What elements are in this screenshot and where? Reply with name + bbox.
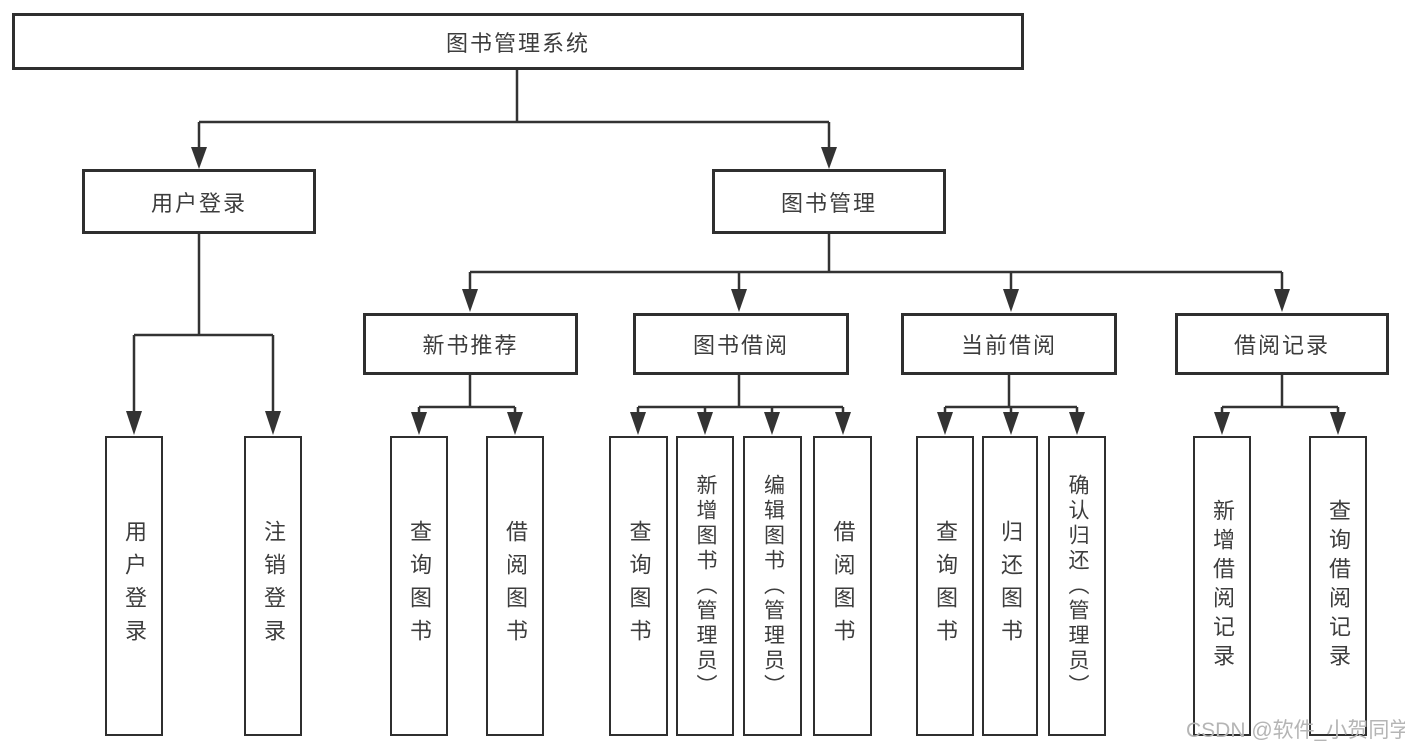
leaf-confirm-return-admin: 确认归还（管理员） <box>1048 436 1106 736</box>
node-new-book-recommend: 新书推荐 <box>363 313 578 375</box>
leaf-logout-label: 注销登录 <box>261 520 286 652</box>
leaf-query-borrow-record-label: 查询借阅记录 <box>1326 499 1351 673</box>
leaf-borrow-books-2: 借阅图书 <box>813 436 872 736</box>
node-current-borrow: 当前借阅 <box>901 313 1117 375</box>
leaf-query-books-3-label: 查询图书 <box>933 520 958 652</box>
leaf-borrow-books-1: 借阅图书 <box>486 436 544 736</box>
node-current-borrow-label: 当前借阅 <box>960 333 1057 358</box>
node-root-system: 图书管理系统 <box>12 13 1024 70</box>
leaf-query-books-2: 查询图书 <box>609 436 668 736</box>
node-user-login-label: 用户登录 <box>150 190 247 216</box>
leaf-add-books-admin-label: 新增图书（管理员） <box>694 473 717 699</box>
leaf-query-books-2-label: 查询图书 <box>626 520 652 652</box>
node-book-management: 图书管理 <box>712 169 946 234</box>
node-new-book-recommend-label: 新书推荐 <box>422 333 519 358</box>
leaf-user-login-label: 用户登录 <box>122 520 147 652</box>
node-borrow-records-label: 借阅记录 <box>1233 333 1330 358</box>
leaf-edit-books-admin-label: 编辑图书（管理员） <box>761 473 785 699</box>
node-user-login: 用户登录 <box>82 169 316 234</box>
csdn-watermark: CSDN @软件_小贺同学 <box>1186 719 1405 742</box>
leaf-query-borrow-record: 查询借阅记录 <box>1309 436 1367 736</box>
node-root-label: 图书管理系统 <box>445 30 590 56</box>
leaf-add-borrow-record-label: 新增借阅记录 <box>1210 499 1235 673</box>
leaf-confirm-return-admin-label: 确认归还（管理员） <box>1066 473 1089 699</box>
leaf-query-books-3: 查询图书 <box>916 436 974 736</box>
leaf-borrow-books-1-label: 借阅图书 <box>503 520 528 652</box>
leaf-add-borrow-record: 新增借阅记录 <box>1193 436 1251 736</box>
leaf-return-books-label: 归还图书 <box>998 520 1023 652</box>
leaf-query-books-1-label: 查询图书 <box>407 520 432 652</box>
node-book-management-label: 图书管理 <box>780 190 877 216</box>
leaf-query-books-1: 查询图书 <box>390 436 448 736</box>
node-book-borrow: 图书借阅 <box>633 313 849 375</box>
leaf-user-login: 用户登录 <box>105 436 163 736</box>
node-borrow-records: 借阅记录 <box>1175 313 1389 375</box>
node-book-borrow-label: 图书借阅 <box>692 333 789 358</box>
leaf-edit-books-admin: 编辑图书（管理员） <box>743 436 802 736</box>
leaf-borrow-books-2-label: 借阅图书 <box>830 520 856 652</box>
leaf-add-books-admin: 新增图书（管理员） <box>676 436 734 736</box>
leaf-return-books: 归还图书 <box>982 436 1038 736</box>
leaf-logout: 注销登录 <box>244 436 302 736</box>
